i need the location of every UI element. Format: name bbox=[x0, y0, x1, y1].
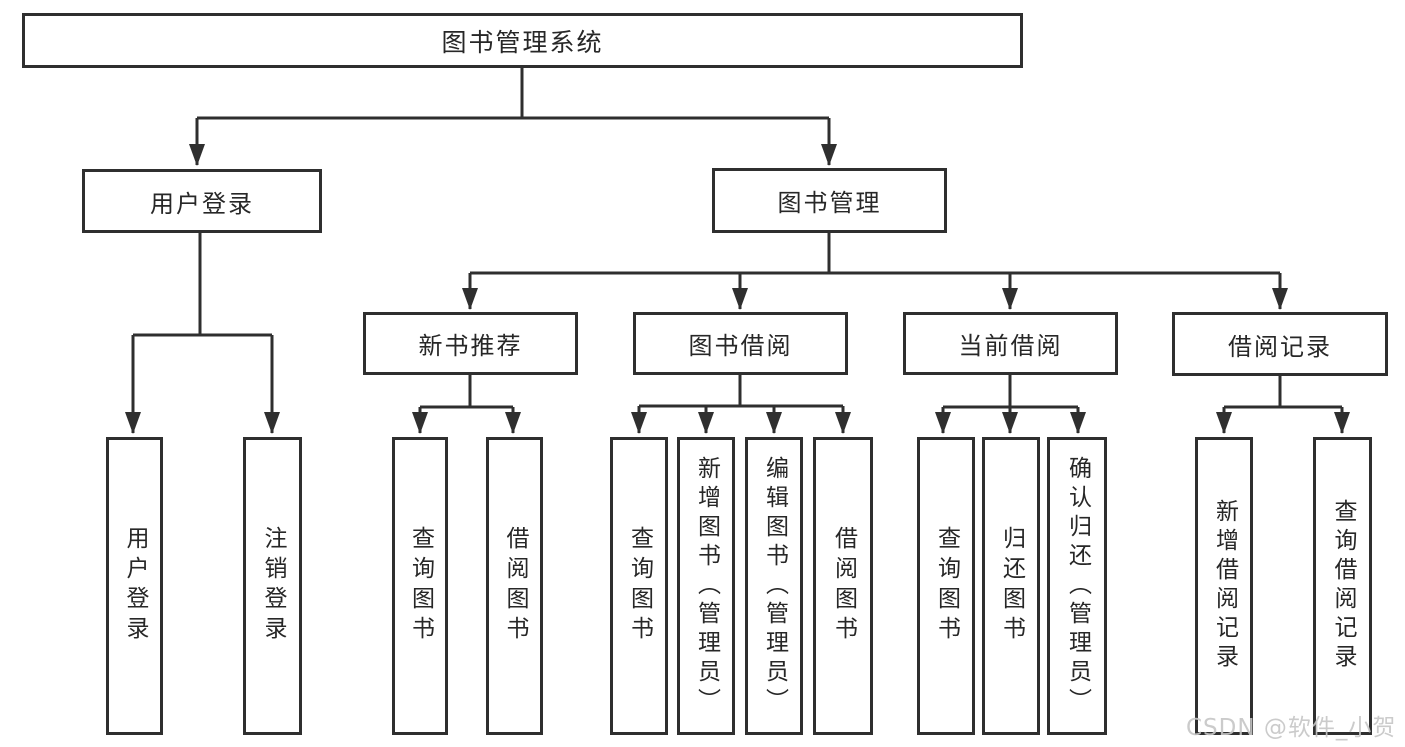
leaf-add-borrowing-record: 新增借阅记录 bbox=[1195, 437, 1253, 735]
leaf-edit-books-admin: 编辑图书（管理员） bbox=[745, 437, 803, 735]
leaf-query-borrowing-record: 查询借阅记录 bbox=[1313, 437, 1372, 735]
leaf-logout: 注销登录 bbox=[243, 437, 302, 735]
node-new-book-recommend: 新书推荐 bbox=[363, 312, 578, 375]
node-borrowing-records: 借阅记录 bbox=[1172, 312, 1388, 376]
leaf-borrow-books-borrowing: 借阅图书 bbox=[813, 437, 873, 735]
node-book-borrowing: 图书借阅 bbox=[633, 312, 848, 375]
leaf-return-books: 归还图书 bbox=[982, 437, 1040, 735]
leaf-query-books-recommend: 查询图书 bbox=[392, 437, 448, 735]
leaf-query-books-current: 查询图书 bbox=[917, 437, 975, 735]
node-current-borrowing: 当前借阅 bbox=[903, 312, 1118, 375]
node-user-login: 用户登录 bbox=[82, 169, 322, 233]
leaf-user-login: 用户登录 bbox=[106, 437, 163, 735]
leaf-add-books-admin: 新增图书（管理员） bbox=[677, 437, 735, 735]
node-root-library-system: 图书管理系统 bbox=[22, 13, 1023, 68]
leaf-borrow-books-recommend: 借阅图书 bbox=[486, 437, 543, 735]
leaf-query-books-borrowing: 查询图书 bbox=[610, 437, 668, 735]
node-book-management: 图书管理 bbox=[712, 168, 947, 233]
leaf-confirm-return-admin: 确认归还（管理员） bbox=[1047, 437, 1107, 735]
